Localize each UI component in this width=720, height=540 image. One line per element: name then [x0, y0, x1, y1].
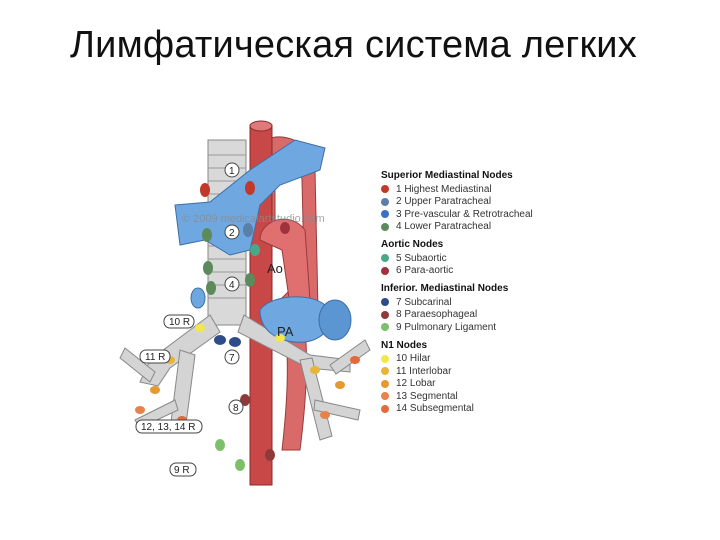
node-station-9: [235, 459, 245, 471]
esophagus-top: [250, 121, 272, 131]
legend-color-dot: [381, 380, 389, 388]
station-label-8: 8: [233, 403, 239, 414]
copyright-watermark: © 2009 medicalartstudio.com: [182, 213, 325, 225]
legend-color-dot: [381, 254, 389, 262]
legend-group: Superior Mediastinal Nodes 1 Highest Medi…: [381, 170, 581, 233]
node-station-13: [135, 406, 145, 414]
legend-item: 10 Hilar: [381, 353, 581, 366]
legend-item-label: 10 Hilar: [396, 353, 430, 364]
legend-color-dot: [381, 392, 389, 400]
legend-heading: N1 Nodes: [381, 340, 581, 351]
legend-item-label: 6 Para-aortic: [396, 265, 453, 276]
azygos-vein: [191, 288, 205, 308]
node-station-1: [200, 183, 210, 197]
legend-color-dot: [381, 223, 389, 231]
legend-color-dot: [381, 367, 389, 375]
station-label-2: 2: [229, 228, 235, 239]
legend-item-label: 9 Pulmonary Ligament: [396, 322, 496, 333]
legend-color-dot: [381, 198, 389, 206]
node-legend: Superior Mediastinal Nodes 1 Highest Medi…: [381, 170, 581, 421]
station-label-7: 7: [229, 353, 235, 364]
legend-item-label: 5 Subaortic: [396, 253, 447, 264]
node-station-5: [250, 244, 260, 256]
station-label-10r: 10 R: [169, 317, 190, 328]
legend-item-label: 14 Subsegmental: [396, 403, 474, 414]
legend-item-label: 12 Lobar: [396, 378, 435, 389]
legend-color-dot: [381, 405, 389, 413]
node-station-4: [203, 261, 213, 275]
legend-item: 13 Segmental: [381, 390, 581, 403]
legend-color-dot: [381, 311, 389, 319]
node-station-4: [206, 281, 216, 295]
node-station-4: [245, 273, 255, 287]
legend-item-label: 2 Upper Paratracheal: [396, 196, 491, 207]
node-station-10: [195, 324, 205, 332]
legend-heading: Aortic Nodes: [381, 239, 581, 250]
legend-color-dot: [381, 298, 389, 306]
legend-item: 6 Para-aortic: [381, 265, 581, 278]
legend-item: 2 Upper Paratracheal: [381, 196, 581, 209]
station-label-9r: 9 R: [174, 465, 190, 476]
pulmonary-artery-label: PA: [277, 324, 294, 339]
legend-item: 5 Subaortic: [381, 252, 581, 265]
legend-color-dot: [381, 323, 389, 331]
legend-item: 7 Subcarinal: [381, 296, 581, 309]
node-station-12: [150, 386, 160, 394]
node-station-7: [229, 337, 241, 347]
legend-item-label: 13 Segmental: [396, 391, 458, 402]
legend-item: 12 Lobar: [381, 378, 581, 391]
legend-item: 11 Interlobar: [381, 365, 581, 378]
node-station-2: [202, 228, 212, 242]
legend-heading: Inferior. Mediastinal Nodes: [381, 283, 581, 294]
station-label-11r: 11 R: [145, 352, 165, 363]
legend-item-label: 3 Pre-vascular & Retrotracheal: [396, 209, 533, 220]
legend-item: 9 Pulmonary Ligament: [381, 321, 581, 334]
legend-item-label: 1 Highest Mediastinal: [396, 184, 492, 195]
node-station-14: [350, 356, 360, 364]
legend-item: 3 Pre-vascular & Retrotracheal: [381, 208, 581, 221]
node-station-1: [245, 181, 255, 195]
legend-item: 4 Lower Paratracheal: [381, 221, 581, 234]
node-station-9: [215, 439, 225, 451]
legend-color-dot: [381, 210, 389, 218]
legend-item-label: 4 Lower Paratracheal: [396, 221, 491, 232]
pulmonary-artery-branch: [319, 300, 351, 340]
node-station-11: [310, 366, 320, 374]
slide-title: Лимфатическая система легких: [70, 24, 637, 67]
station-label-4: 4: [229, 280, 235, 291]
legend-item-label: 8 Paraesophageal: [396, 309, 477, 320]
station-label-12-14r: 12, 13, 14 R: [141, 422, 195, 433]
legend-item-label: 11 Interlobar: [396, 366, 451, 377]
node-station-7: [214, 335, 226, 345]
station-label-1: 1: [229, 166, 235, 177]
aorta-label: Ao: [267, 261, 283, 276]
legend-color-dot: [381, 185, 389, 193]
legend-heading: Superior Mediastinal Nodes: [381, 170, 581, 181]
lung-lymph-diagram: Ao PA 1 2 4 7 8 10 R 11 R 12, 13, 14 R 9…: [110, 110, 380, 495]
legend-color-dot: [381, 355, 389, 363]
node-station-8: [265, 449, 275, 461]
node-station-12: [335, 381, 345, 389]
legend-item: 14 Subsegmental: [381, 403, 581, 416]
node-station-2: [243, 223, 253, 237]
legend-item: 1 Highest Mediastinal: [381, 183, 581, 196]
node-station-13: [320, 411, 330, 419]
legend-color-dot: [381, 267, 389, 275]
legend-item: 8 Paraesophageal: [381, 309, 581, 322]
legend-item-label: 7 Subcarinal: [396, 297, 452, 308]
